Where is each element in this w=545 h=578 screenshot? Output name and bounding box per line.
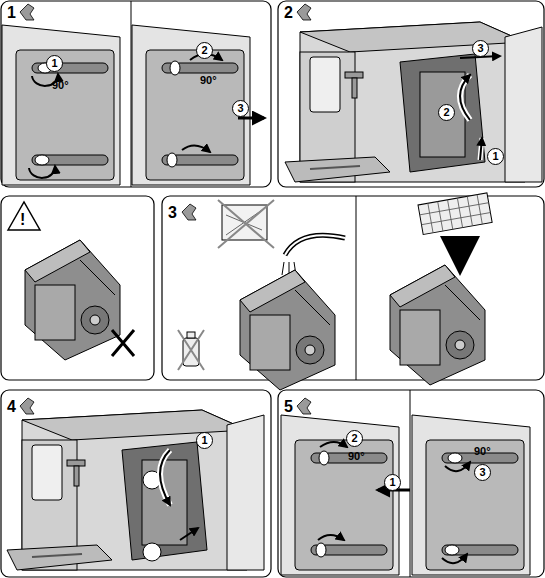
angle-label: 90° [474, 446, 491, 457]
callout-number: 1 [46, 55, 63, 72]
step-number: 5 [284, 399, 293, 415]
step-number: 1 [7, 5, 16, 21]
callout-number: 2 [346, 430, 363, 447]
step-number: 4 [7, 399, 16, 415]
step-number: 2 [284, 5, 293, 21]
callout-number: 2 [196, 42, 213, 59]
callout-number: 3 [232, 100, 249, 117]
step-number: 3 [168, 205, 177, 221]
callout-number: 1 [384, 474, 401, 491]
callout-number: 2 [438, 104, 455, 121]
callout-number: 1 [196, 432, 213, 449]
callout-number: 3 [472, 40, 489, 57]
callout-number: 1 [487, 148, 504, 165]
angle-label: 90° [348, 451, 365, 462]
angle-label: 90° [52, 80, 69, 91]
callout-number: 3 [474, 464, 491, 481]
angle-label: 90° [200, 75, 217, 86]
warning-mark: ! [20, 212, 25, 228]
